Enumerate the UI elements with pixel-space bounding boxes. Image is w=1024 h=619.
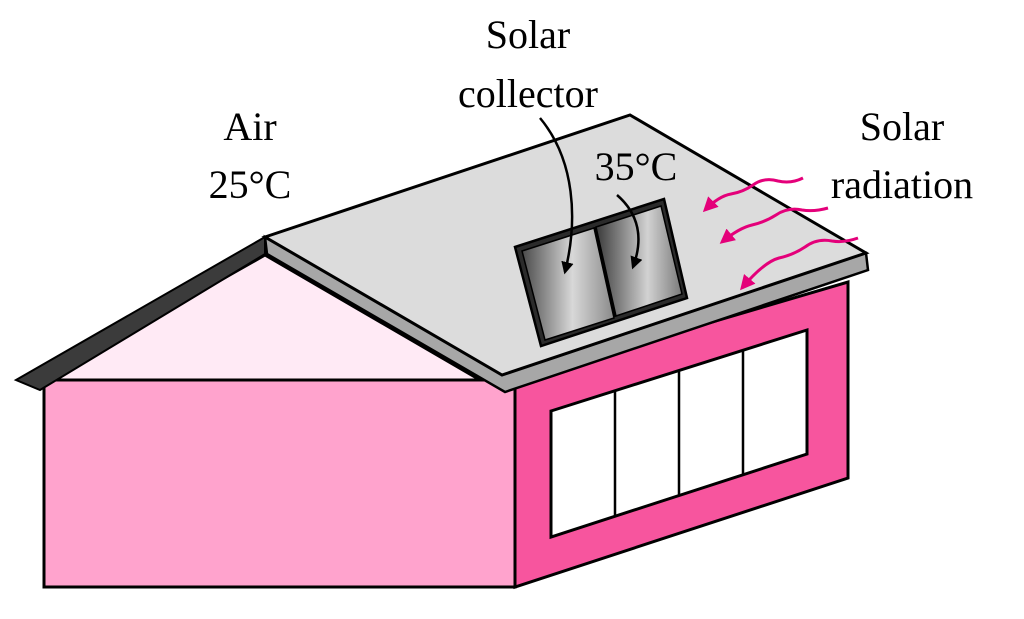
- wavy-arrow-icon: [702, 176, 859, 291]
- collector-leader-arrow: [539, 117, 574, 275]
- air-label-line1: Air: [223, 104, 276, 149]
- temperature-leader-arrow: [616, 194, 643, 270]
- radiation-arrow-3: [740, 236, 859, 291]
- collector-label-line1: Solar: [486, 12, 570, 57]
- air-label: Air 25°C: [209, 104, 292, 207]
- collector-label: Solar collector: [458, 12, 598, 116]
- radiation-arrow-1: [702, 176, 804, 213]
- collector-divider: [593, 226, 617, 318]
- solar-collector: [513, 197, 689, 348]
- collector-temperature: 35°C: [595, 144, 678, 189]
- radiation-label-line1: Solar: [860, 104, 944, 149]
- radiation-arrow-2: [719, 206, 829, 244]
- collector-label-line2: collector: [458, 71, 598, 116]
- radiation-label-line2: radiation: [831, 162, 973, 207]
- front-wall: [42, 378, 517, 589]
- air-temperature: 25°C: [209, 162, 292, 207]
- side-windows: [549, 327, 809, 540]
- radiation-label: Solar radiation: [831, 104, 973, 207]
- left-roof-edge: [13, 235, 266, 392]
